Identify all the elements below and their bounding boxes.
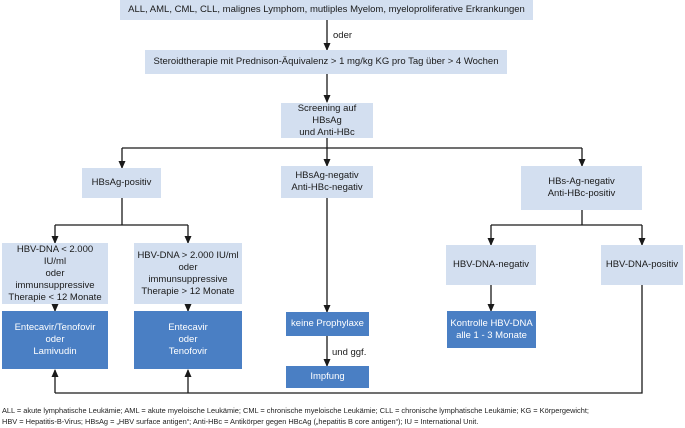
node-keine-prophylaxe: keine Prophylaxe (286, 312, 369, 336)
node-hbsag-positiv: HBsAg-positiv (82, 168, 161, 198)
node-entecavir-tenofovir: Entecavir oder Tenofovir (134, 311, 242, 369)
node-hbs-ag-negativ-anti-hbc-positiv: HBs-Ag-negativ Anti-HBc-positiv (521, 166, 642, 210)
footnote-line-1: ALL = akute lymphatische Leukämie; AML =… (2, 406, 589, 415)
node-hbv-dna-negativ: HBV-DNA-negativ (446, 245, 536, 285)
node-hbv-dna-high: HBV-DNA > 2.000 IU/ml oder immunsuppress… (134, 243, 242, 304)
node-indications: ALL, AML, CML, CLL, malignes Lymphom, mu… (120, 0, 533, 20)
node-hbv-dna-positiv: HBV-DNA-positiv (601, 245, 683, 285)
label-und-ggf: und ggf. (332, 347, 367, 358)
node-hbv-dna-low: HBV-DNA < 2.000 IU/ml oder immunsuppress… (2, 243, 108, 304)
node-kontrolle-hbv-dna: Kontrolle HBV-DNA alle 1 - 3 Monate (447, 311, 536, 348)
node-impfung: Impfung (286, 366, 369, 388)
edge-dnapos-loop (188, 285, 643, 394)
label-oder: oder (333, 30, 353, 41)
node-hbsag-negativ: HBsAg-negativ Anti-HBc-negativ (281, 166, 373, 198)
node-screening: Screening auf HBsAg und Anti-HBc (281, 103, 373, 138)
node-steroid-therapy: Steroidtherapie mit Prednison-Äquivalenz… (145, 50, 507, 74)
node-entecavir-tenofovir-lamivudin: Entecavir/Tenofovir oder Lamivudin (2, 311, 108, 369)
footnote-line-2: HBV = Hepatitis-B-Virus; HBsAg = „HBV su… (2, 417, 479, 426)
